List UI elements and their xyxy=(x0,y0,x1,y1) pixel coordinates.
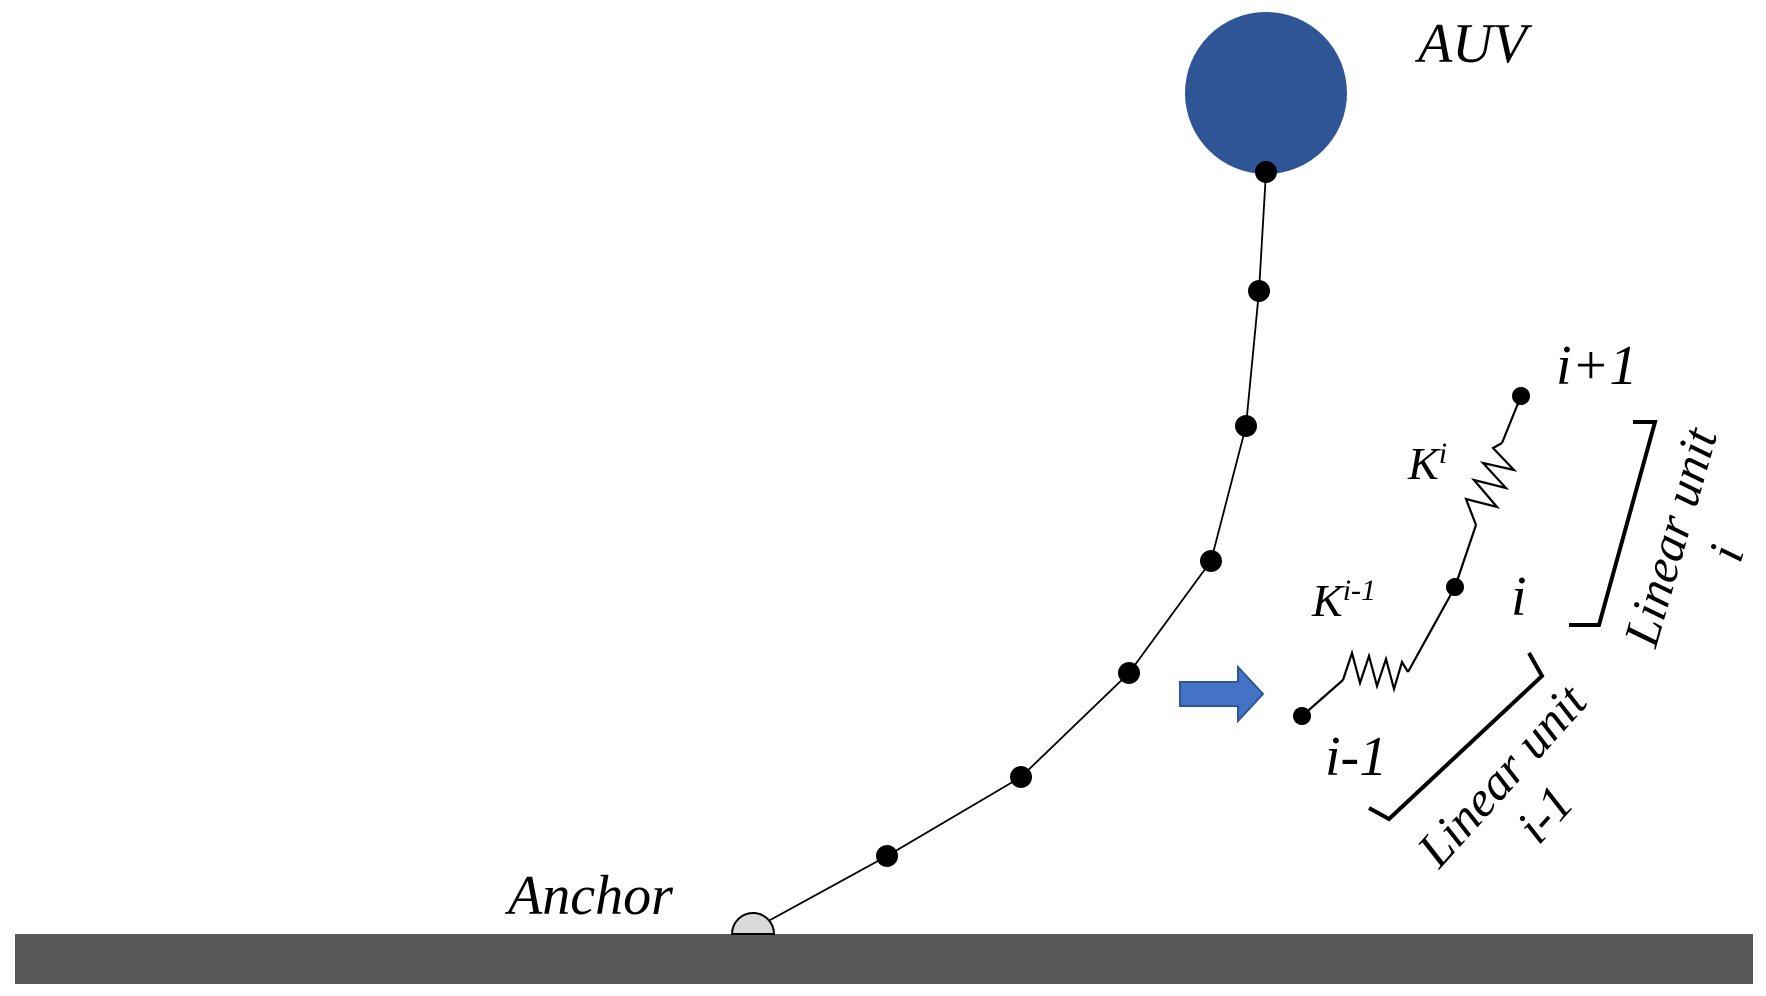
anchor-shape xyxy=(730,912,776,935)
spring-prev-label: Ki-1 xyxy=(1311,574,1376,626)
cable-node xyxy=(876,845,898,867)
cable-node xyxy=(1200,550,1222,572)
bracket-unit-current xyxy=(1569,420,1658,627)
spring-segment-prev xyxy=(1301,586,1456,717)
node-next-label: i+1 xyxy=(1556,335,1637,397)
cable-node xyxy=(1255,161,1277,183)
auv-label: AUV xyxy=(1414,13,1533,75)
seabed xyxy=(15,934,1753,984)
spring-prev-base: K xyxy=(1311,575,1345,626)
spring-current-sup: i xyxy=(1439,437,1447,470)
anchor-label: Anchor xyxy=(504,865,673,927)
right-arrow-icon xyxy=(1179,664,1265,724)
unit-prev-label: Linear unit i-1 xyxy=(1405,673,1598,878)
cable-node xyxy=(1010,766,1032,788)
cable-line xyxy=(751,171,1267,931)
node-prev-label: i-1 xyxy=(1325,726,1387,788)
auv-body xyxy=(1185,12,1347,174)
unit-current-line1: Linear unit xyxy=(1612,421,1728,653)
node-prev xyxy=(1293,707,1311,725)
unit-current-line2: i xyxy=(1697,539,1755,568)
node-current-label: i xyxy=(1511,566,1527,628)
bracket-unit-prev xyxy=(1368,652,1545,822)
spring-current-label: Ki xyxy=(1407,437,1447,489)
cable-node xyxy=(1235,415,1257,437)
spring-prev-sup: i-1 xyxy=(1343,574,1376,607)
cable-node xyxy=(1248,280,1270,302)
node-current xyxy=(1446,578,1464,596)
unit-current-label: Linear unit i xyxy=(1612,421,1755,653)
spring-segment-current xyxy=(1453,395,1523,588)
cable-node xyxy=(1118,662,1140,684)
node-next xyxy=(1512,387,1530,405)
spring-current-base: K xyxy=(1407,438,1441,489)
